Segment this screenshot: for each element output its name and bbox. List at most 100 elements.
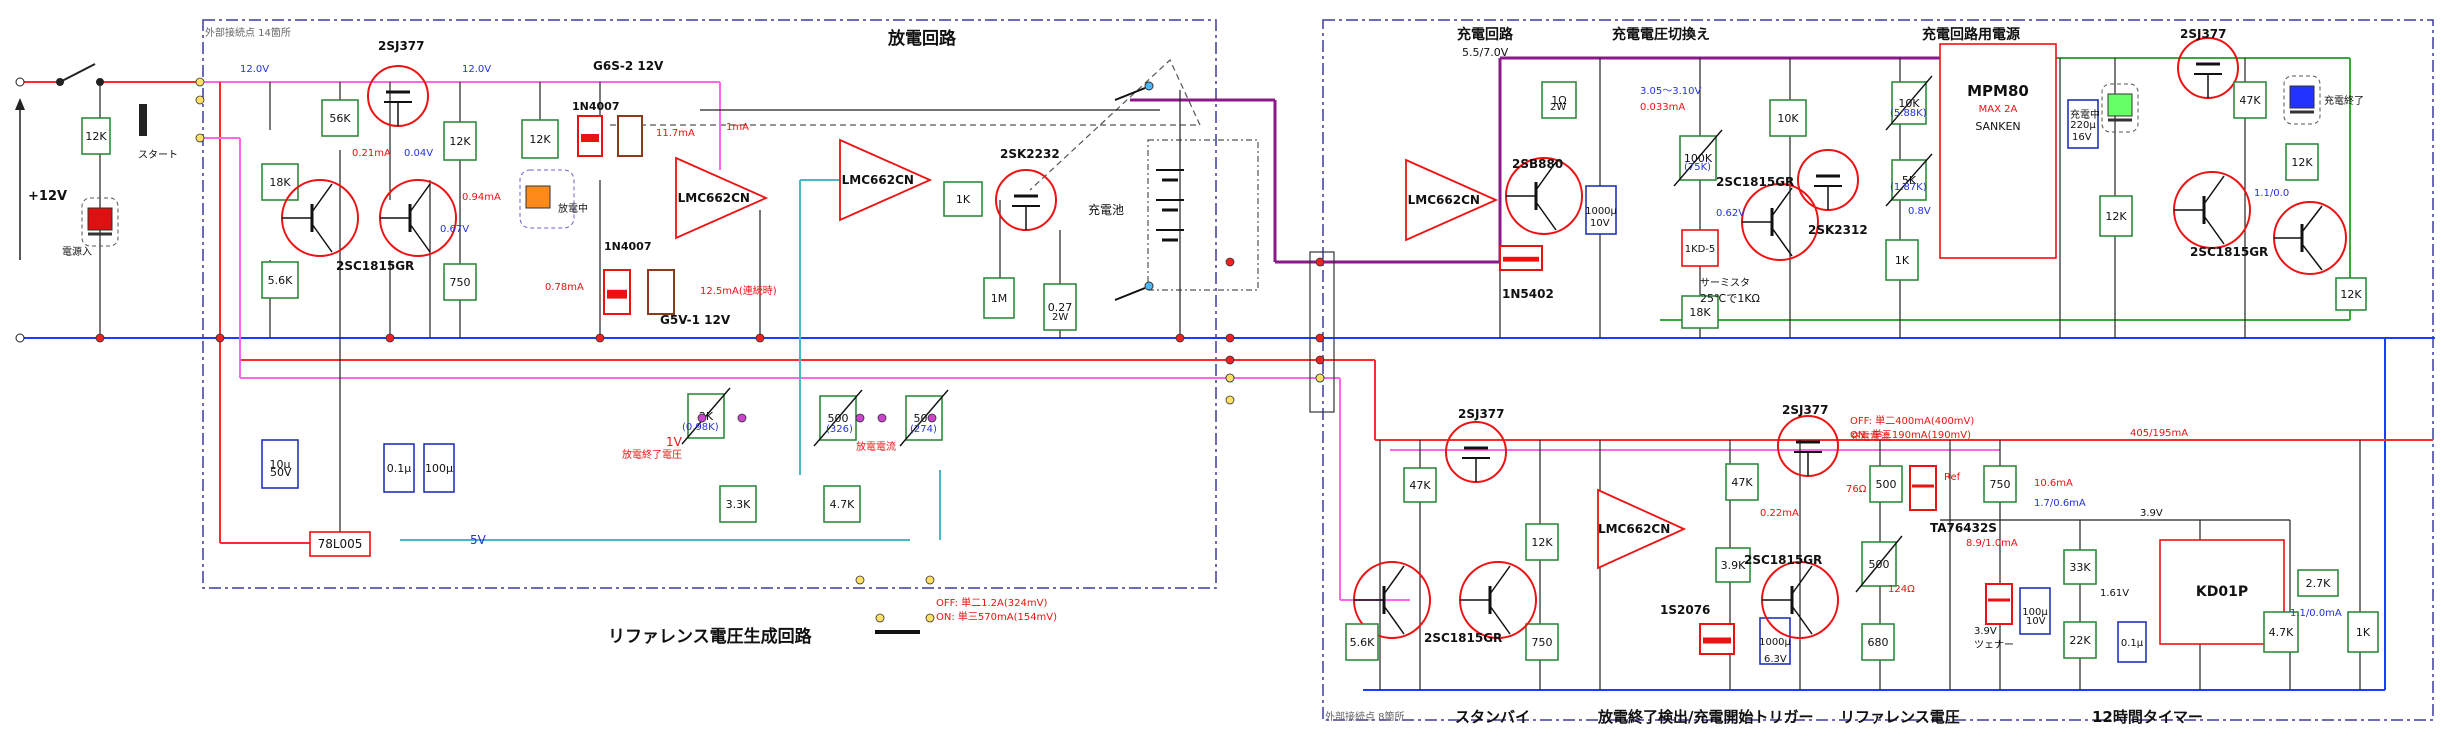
resistor-5-6k-bottom: 5.6K [1345,623,1379,661]
regulator-78l005: 78L005 [309,531,371,557]
resistor-47k-bottom-a-value: 47K [1409,479,1431,492]
resistor-12k-left: 12K [443,121,477,161]
label-right-led_chg: 充電中 [2070,108,2100,121]
transistor-2sc1815-b [379,179,457,257]
resistor-3-3k: 3.3K [719,485,757,523]
capacitor-100u-timer-value: 100μ [2022,607,2048,618]
opamp-lmc662-3-label: LMC662CN [1408,193,1480,207]
capacitor-100u: 100μ [423,443,455,493]
label-left-v12a: 12.0V [240,64,269,75]
label-battery: 充電池 [1088,202,1124,217]
resistor-1k-right: 1K [1885,239,1919,281]
resistor-12k-right-b-value: 12K [2291,156,2313,169]
label-bottom-v39: 3.9V [2140,508,2163,519]
junction-node [737,413,747,423]
label-right-d_1n5402: 1N5402 [1502,287,1554,301]
resistor-47k-right: 47K [2233,81,2267,119]
resistor-18k: 18K [261,163,299,201]
transistor-2sj377-bottom-a [1445,421,1507,483]
resistor-750-bottom-value: 750 [1532,636,1553,649]
resistor-12k-right-b: 12K [2285,143,2319,181]
label-right-i033: 0.033mA [1640,102,1685,113]
junction-node [1175,333,1185,343]
title-standby: スタンバイ [1455,708,1531,726]
label-ext-right: 外部接続点 8箇所 [1325,712,1405,723]
resistor-1-ohm: 1Ω [1541,81,1577,119]
resistor-680: 680 [1861,623,1895,661]
junction-node [385,333,395,343]
resistor-12k-power-value: 12K [85,130,107,143]
label-mid-relay1: G6S-2 12V [593,59,664,73]
connector-block [1309,251,1335,413]
label-right-v08: 0.8V [1908,206,1931,217]
resistor-5-6k-value: 5.6K [268,274,293,287]
resistor-4-7k: 4.7K [823,485,861,523]
label-left-c50v: 50V [270,466,292,479]
label-bottom-i405: 405/195mA [2130,428,2188,439]
resistor-12k-power: 12K [81,117,111,155]
title-charge: 充電回路 [1457,27,1513,43]
label-mid-dis_cur: 放電電流 [856,440,896,453]
label-right-therm_note2: 25℃で1KΩ [1700,292,1760,305]
label-bottom-d_1s: 1S2076 [1660,603,1710,617]
led-charging [2101,83,2139,133]
label-bottom-chg_on: ON: 単三190mA(190mV) [1850,428,1971,441]
resistor-12k-right-value: 12K [2105,210,2127,223]
wire-charge-purple [1130,56,1940,264]
variable-resistor-500a: 500 [813,389,863,447]
resistor-1k-mid-value: 1K [956,193,971,206]
label-bottom-ref: Ref [1944,472,1961,483]
label-mid-i117: 11.7mA [656,128,695,139]
capacitor-10u: 10μ [261,439,299,489]
label-bottom-i11: 1.1/0.0mA [2290,608,2342,619]
label-mid-q_2sk: 2SK2232 [1000,147,1060,161]
label-left-v067: 0.67V [440,224,469,235]
junction-node [1225,333,1235,343]
title-discharge: 放電回路 [888,29,956,49]
capacitor-1000u-bottom-value: 1000μ [1759,637,1791,648]
resistor-18k-right: 18K [1681,295,1719,329]
resistor-18k-right-value: 18K [1689,306,1711,319]
resistor-12k-right-c-value: 12K [2340,288,2362,301]
junction-node [697,413,707,423]
label-bottom-zener: 3.9V [1974,626,1997,637]
title-timer: 12時間タイマー [2092,708,2203,726]
junction-node [1225,257,1235,267]
label-right-vr100k_v: (75K) [1684,162,1711,173]
resistor-1m: 1M [983,277,1015,319]
resistor-750-left-value: 750 [450,276,471,289]
regulator-78l005-value: 78L005 [318,537,363,551]
label-right-vr10k_v: (5.88K) [1890,108,1927,119]
junction-node [195,133,205,143]
capacitor-100u-timer: 100μ [2019,587,2051,635]
junction-node [1225,395,1235,405]
resistor-5-6k: 5.6K [261,261,299,299]
frame-relay-dash [610,58,1201,191]
led-discharge-frame [519,169,575,229]
resistor-10k-right-value: 10K [1777,112,1799,125]
label-right-q_2sj377: 2SJ377 [2180,27,2227,41]
title-charge-switch: 充電電圧切換え [1612,27,1710,43]
label-bottom-zener_note: ツェナー [1974,639,2014,651]
label-left-q_2sj377: 2SJ377 [378,39,425,53]
resistor-12k-right-c: 12K [2335,277,2367,311]
variable-resistor-500-bottom: 500 [1855,535,1903,593]
power-led [81,197,119,247]
label-bottom-v89: 8.9/1.0mA [1966,538,2018,549]
resistor-1k-timer-value: 1K [2356,626,2371,639]
label-left-v12b: 12.0V [462,64,491,75]
junction-node [855,413,865,423]
junction-node [1315,257,1325,267]
terminals [15,77,25,343]
wire-supply-red [20,81,2433,544]
wire-cyan [400,179,941,541]
resistor-12k-mid-value: 12K [529,133,551,146]
resistor-56k-value: 56K [329,112,351,125]
label-bottom-tl: TA76432S [1930,521,1997,535]
label-right-q_2sc_b: 2SC1815GR [2190,245,2268,259]
label-bottom-q_2sc_b: 2SC1815GR [1744,553,1822,567]
fet-2sk2232 [995,169,1057,231]
title-supply: 充電回路用電源 [1922,27,2020,43]
resistor-750-bottom: 750 [1525,623,1559,661]
